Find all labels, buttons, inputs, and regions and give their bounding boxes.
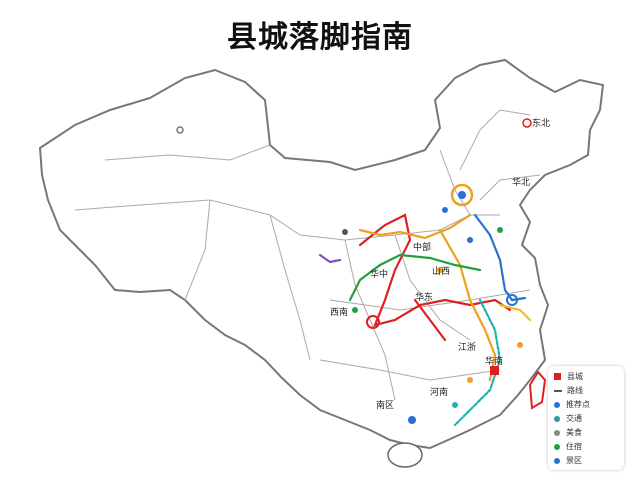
red-square-icon xyxy=(554,373,561,380)
label-huadong: 华东 xyxy=(415,293,434,303)
label-zhongbu: 中部 xyxy=(413,243,432,253)
teal-dot-icon xyxy=(554,415,560,422)
legend-item: 交通 xyxy=(554,413,582,424)
hk-marker[interactable] xyxy=(490,366,499,375)
label-huanan: 华南 xyxy=(485,357,504,367)
central-marker[interactable] xyxy=(366,315,380,329)
legend-item: 景区 xyxy=(554,455,582,466)
label-huazhong: 华中 xyxy=(370,270,389,280)
gray-dot-icon xyxy=(554,429,560,436)
deco-figure xyxy=(176,126,184,134)
route-purple xyxy=(318,253,342,264)
route-red-2 xyxy=(413,298,447,342)
label-henan: 河南 xyxy=(430,388,449,398)
hainan-island xyxy=(387,442,423,468)
province-borders xyxy=(74,109,541,401)
legend-item: 美食 xyxy=(554,427,582,438)
northeast-marker[interactable] xyxy=(522,118,532,128)
label-huabei: 华北 xyxy=(512,178,531,188)
label-nanqu: 南区 xyxy=(376,401,395,411)
page-title: 县城落脚指南 xyxy=(227,20,413,55)
legend-item: 县城 xyxy=(554,371,583,382)
line-icon xyxy=(554,389,562,392)
legend-item: 住宿 xyxy=(554,441,582,452)
route-orange-2 xyxy=(438,228,497,382)
route-blue xyxy=(473,213,527,302)
green-dot-icon xyxy=(554,443,560,450)
beijing-marker[interactable] xyxy=(450,183,474,207)
label-jiangzhe: 江浙 xyxy=(458,343,477,353)
map-legend: 县城 路线 推荐点 交通 美食 住宿 景区 xyxy=(548,366,624,470)
blue-dot-icon xyxy=(554,457,560,464)
label-dongbei: 东北 xyxy=(532,119,551,129)
legend-item: 路线 xyxy=(554,385,583,396)
blue-dot-icon xyxy=(554,401,560,408)
country-outline xyxy=(38,58,605,450)
label-xinan: 西南 xyxy=(330,308,349,318)
taiwan-island xyxy=(528,370,547,410)
route-red xyxy=(358,213,512,327)
label-shanxi: 山西 xyxy=(432,267,451,277)
route-yellow xyxy=(498,303,532,322)
route-orange xyxy=(358,213,472,240)
route-green xyxy=(348,253,482,302)
shanghai-marker[interactable] xyxy=(506,294,518,306)
legend-item: 推荐点 xyxy=(554,399,590,410)
